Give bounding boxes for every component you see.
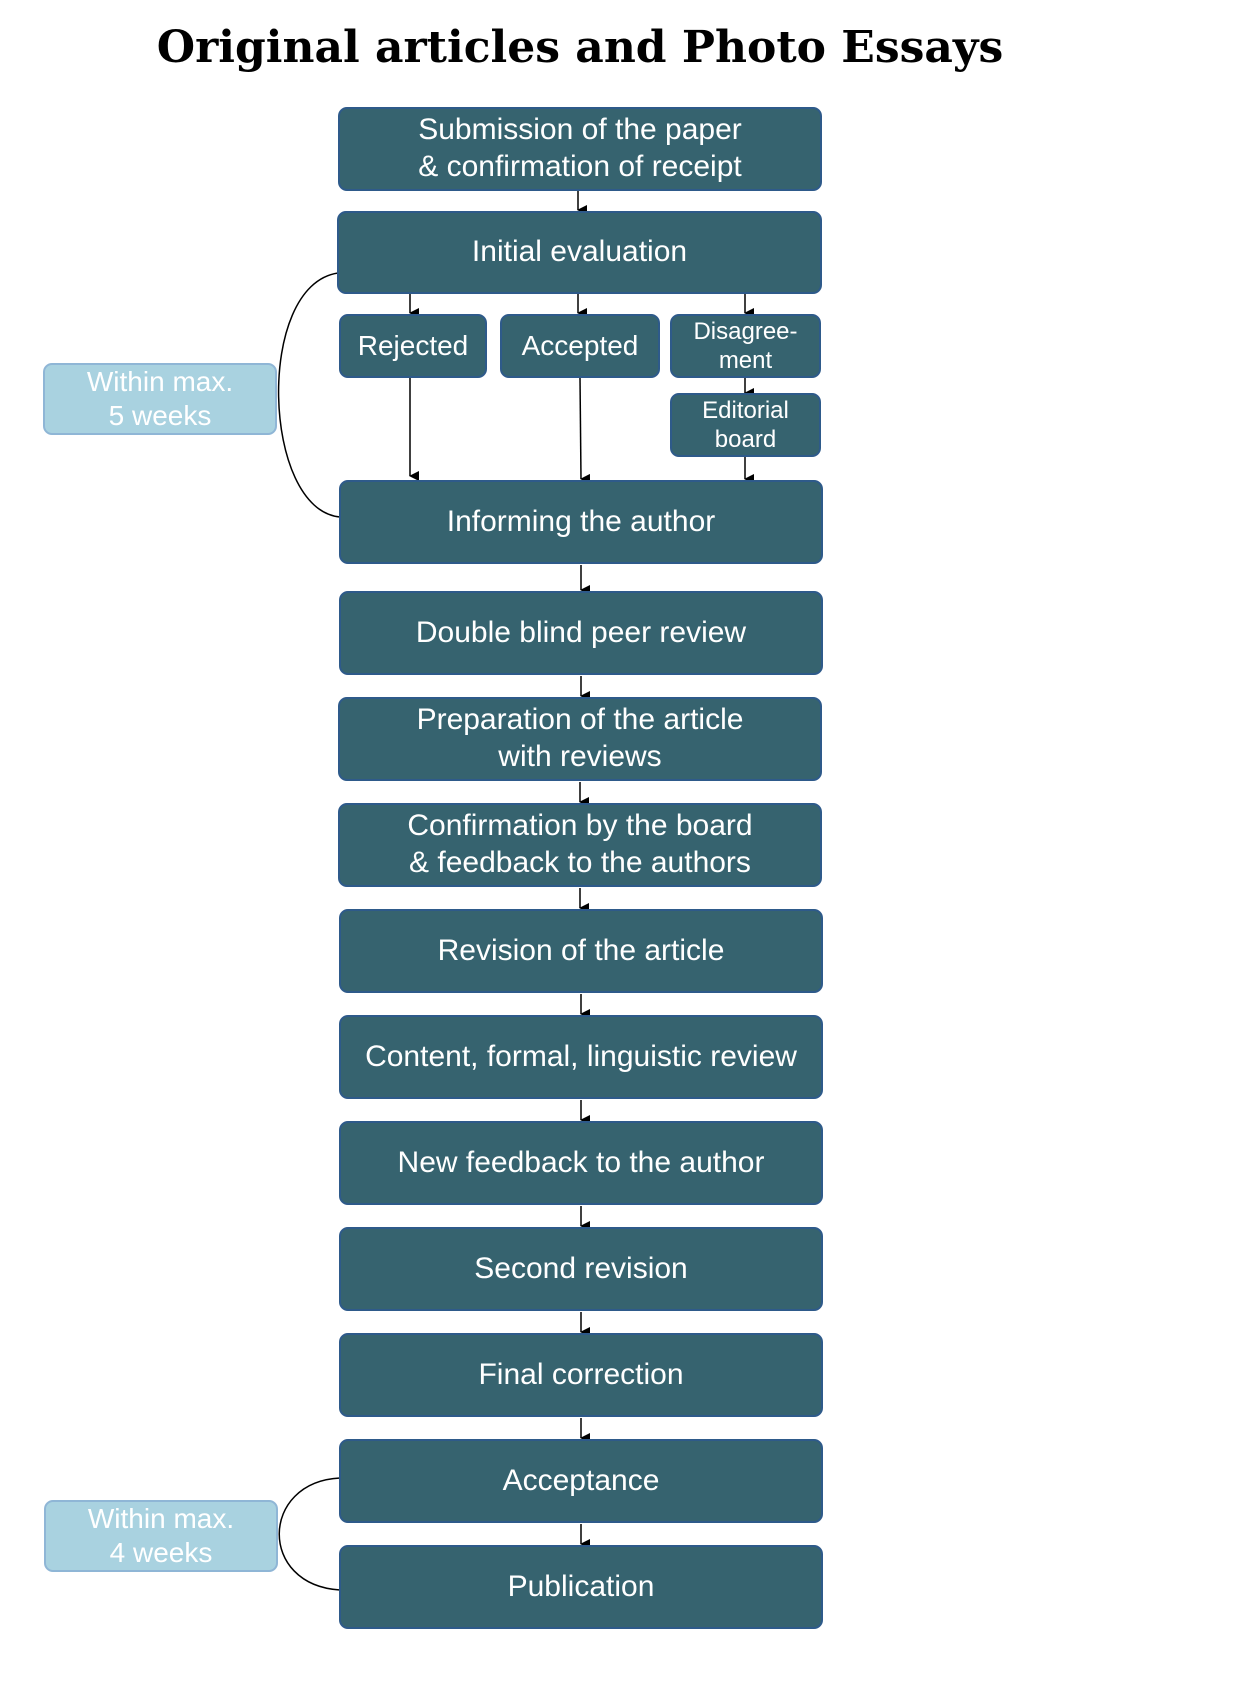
- step-informing-author: Informing the author: [339, 480, 823, 564]
- brace-five-weeks: [277, 272, 341, 518]
- step-preparation-label: Preparation of the article with reviews: [416, 703, 744, 773]
- step-content-review-label: Content, formal, linguistic review: [365, 1039, 797, 1073]
- step-submission-label: Submission of the paper & confirmation o…: [418, 113, 742, 183]
- step-initial-evaluation: Initial evaluation: [337, 211, 822, 294]
- arrow-accepted-to-informing: [579, 377, 591, 484]
- step-preparation: Preparation of the article with reviews: [338, 697, 822, 781]
- note-five-weeks-label: Within max. 5 weeks: [86, 366, 234, 431]
- step-double-blind-review-label: Double blind peer review: [415, 615, 747, 649]
- step-confirmation-label: Confirmation by the board & feedback to …: [407, 809, 753, 879]
- step-content-review: Content, formal, linguistic review: [339, 1015, 823, 1099]
- step-disagreement: Disagree- ment: [670, 314, 821, 378]
- step-new-feedback-label: New feedback to the author: [397, 1145, 765, 1179]
- step-initial-evaluation-label: Initial evaluation: [471, 235, 688, 269]
- step-publication-label: Publication: [507, 1569, 655, 1603]
- step-final-correction: Final correction: [339, 1333, 823, 1417]
- step-acceptance-label: Acceptance: [502, 1463, 660, 1497]
- step-editorial-board: Editorial board: [670, 393, 821, 457]
- step-revision-label: Revision of the article: [437, 933, 725, 967]
- step-disagreement-label: Disagree- ment: [693, 317, 798, 374]
- step-second-revision: Second revision: [339, 1227, 823, 1311]
- step-informing-author-label: Informing the author: [446, 504, 716, 538]
- step-second-revision-label: Second revision: [474, 1251, 688, 1285]
- step-rejected-label: Rejected: [357, 329, 469, 361]
- step-submission: Submission of the paper & confirmation o…: [338, 107, 822, 191]
- step-editorial-board-label: Editorial board: [702, 396, 789, 453]
- brace-four-weeks: [278, 1477, 341, 1591]
- diagram-title: Original articles and Photo Essays: [156, 22, 1004, 73]
- step-revision: Revision of the article: [339, 909, 823, 993]
- step-publication: Publication: [339, 1545, 823, 1629]
- note-four-weeks-label: Within max. 4 weeks: [87, 1503, 235, 1568]
- step-confirmation: Confirmation by the board & feedback to …: [338, 803, 822, 887]
- note-five-weeks: Within max. 5 weeks: [43, 363, 277, 435]
- step-rejected: Rejected: [339, 314, 487, 378]
- note-four-weeks: Within max. 4 weeks: [44, 1500, 278, 1572]
- step-new-feedback: New feedback to the author: [339, 1121, 823, 1205]
- step-double-blind-review: Double blind peer review: [339, 591, 823, 675]
- step-acceptance: Acceptance: [339, 1439, 823, 1523]
- step-final-correction-label: Final correction: [478, 1357, 684, 1391]
- step-accepted-label: Accepted: [521, 329, 639, 361]
- step-accepted: Accepted: [500, 314, 660, 378]
